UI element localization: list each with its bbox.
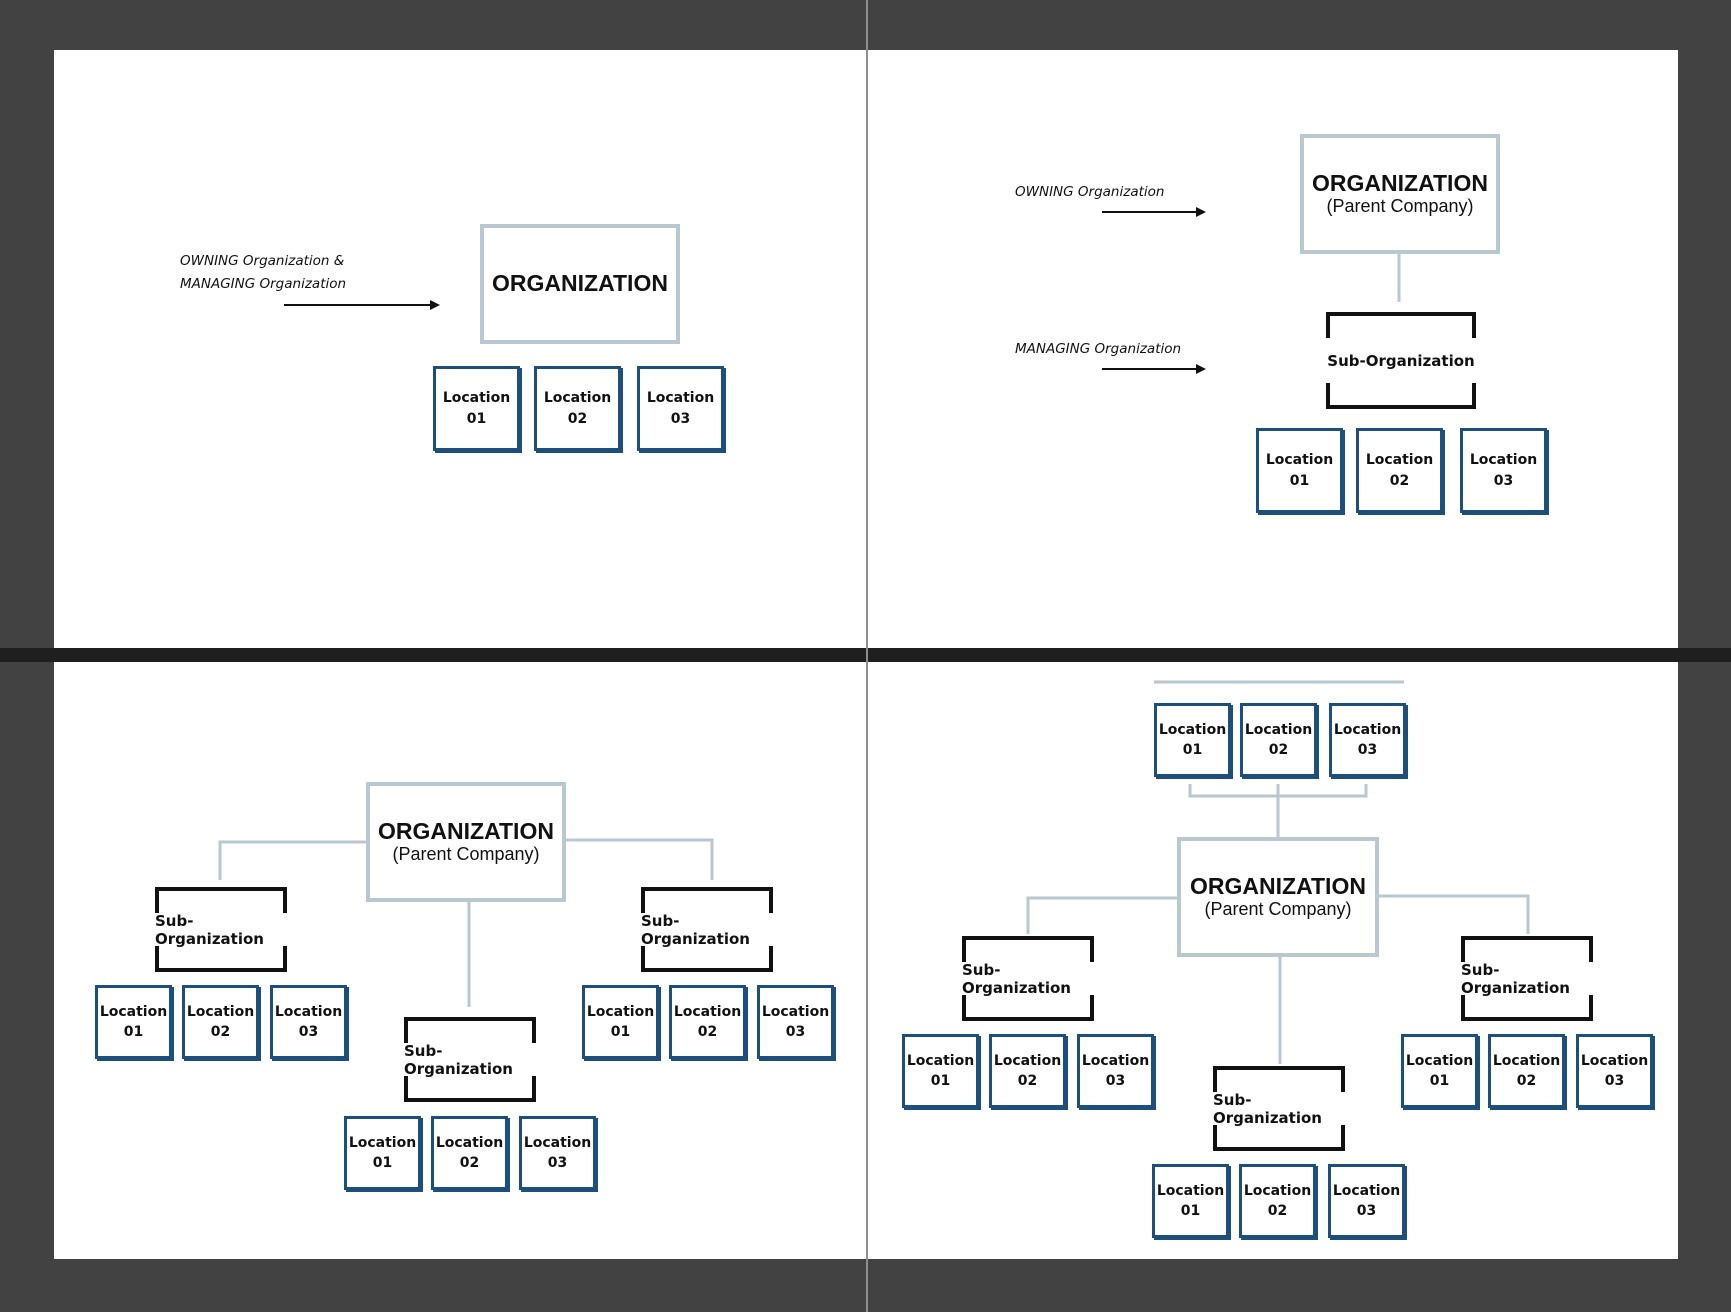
managing-note: MANAGING Organization xyxy=(1015,341,1182,357)
sub-organization-bracket: Sub-Organization xyxy=(1461,936,1593,1021)
organization-box: ORGANIZATION xyxy=(480,224,680,344)
arrow-head-icon xyxy=(430,300,440,310)
sub-organization-bracket: Sub-Organization xyxy=(1213,1066,1345,1151)
sub-organization-bracket: Sub-Organization xyxy=(1326,312,1476,409)
organization-box: ORGANIZATION (Parent Company) xyxy=(1177,837,1379,957)
slide-panel-three-sub-organizations: ORGANIZATION (Parent Company) Sub-Organi… xyxy=(54,662,866,1259)
sub-organization-bracket: Sub-Organization xyxy=(962,936,1094,1021)
slide-panel-owning-managing: OWNING Organization & MANAGING Organizat… xyxy=(54,50,866,648)
connector-layer xyxy=(218,838,714,1007)
organization-box: ORGANIZATION (Parent Company) xyxy=(1300,134,1500,254)
connector-layer xyxy=(1102,207,1401,374)
sub-organization-bracket: Sub-Organization xyxy=(641,887,773,972)
arrow-head-icon xyxy=(1196,364,1206,374)
panel-divider-band xyxy=(0,648,1731,662)
organization-box: ORGANIZATION (Parent Company) xyxy=(366,782,566,902)
owning-managing-note: OWNING Organization & MANAGING Organizat… xyxy=(180,253,347,292)
slide-panel-owning-and-managing-split: OWNING Organization MANAGING Organizatio… xyxy=(868,50,1678,648)
sub-organization-bracket: Sub-Organization xyxy=(404,1017,536,1102)
sub-organization-bracket: Sub-Organization xyxy=(155,887,287,972)
connector-layer xyxy=(1026,680,1530,1064)
arrow-layer xyxy=(284,300,440,310)
arrow-head-icon xyxy=(1196,207,1206,217)
panel-vertical-divider xyxy=(866,0,868,1312)
owning-note: OWNING Organization xyxy=(1015,184,1165,200)
